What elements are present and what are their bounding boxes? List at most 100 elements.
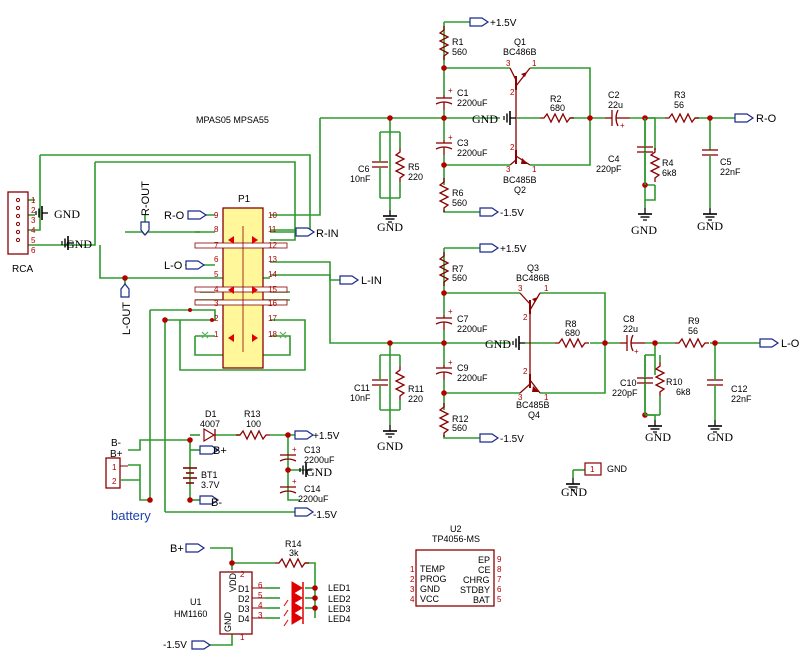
r10-ref: R10 [666, 377, 683, 387]
resistor-r4[interactable]: R4 6k8 [650, 147, 677, 183]
net-flag-bottom-vneg[interactable]: -1.5V [479, 433, 524, 445]
net-flag-b-plus-d1[interactable]: B+ [199, 445, 227, 457]
resistor-r10[interactable]: R10 6k8 [655, 355, 691, 415]
net-flag-led-b-plus[interactable]: B+ [170, 543, 206, 555]
svg-text:13: 13 [268, 255, 277, 264]
net-flag-l-o[interactable]: L-O [759, 338, 800, 350]
gnd-symbol-c6: GND [377, 209, 403, 234]
resistor-r11[interactable]: R11 220 [395, 355, 424, 410]
svg-text:GND: GND [306, 465, 332, 479]
rca-connector[interactable]: 1 2 3 4 5 6 RCA [7, 191, 36, 275]
resistor-r9[interactable]: R9 56 [674, 316, 710, 348]
r8-ref: R8 [565, 319, 577, 329]
r2-ref: R2 [550, 94, 562, 104]
svg-text:+: + [620, 121, 625, 130]
ic-u2[interactable]: U2 TP4056-MS TEMP PROG GND VCC 1 2 3 4 E… [410, 524, 502, 607]
svg-text:R14: R14 [285, 539, 302, 549]
capacitor-c4[interactable]: C4 220pF [596, 118, 653, 185]
transistor-q4[interactable]: 3 1 2 BC485B Q4 [516, 343, 550, 420]
svg-text:3k: 3k [289, 548, 299, 558]
p1-ref: P1 [238, 194, 251, 205]
net-flag-r-o[interactable]: R-O [734, 113, 777, 125]
capacitor-c12[interactable]: C12 22nF [707, 375, 752, 420]
net-flag-led-vneg[interactable]: -1.5V [163, 640, 212, 651]
transistor-q3[interactable]: 3 1 2 Q3 BC486B [516, 263, 550, 343]
q1-pin-c: 3 [506, 59, 511, 68]
capacitor-c9[interactable]: + C9 2200uF [435, 358, 488, 383]
net-flag-b-minus[interactable]: B- [199, 495, 222, 509]
svg-text:PROG: PROG [420, 574, 447, 584]
r6-value: 560 [452, 198, 467, 208]
resistor-r2[interactable]: R2 680 [539, 94, 575, 123]
net-flag-p1-l-o[interactable]: L-O [164, 260, 206, 272]
transistor-q1[interactable]: 3 1 2 Q1 BC486B [503, 37, 537, 118]
q3-pin-c: 3 [518, 284, 523, 293]
svg-text:18: 18 [268, 330, 277, 339]
svg-text:GND: GND [66, 237, 92, 251]
capacitor-c8[interactable]: + C8 22u [620, 314, 645, 356]
gnd-symbol-charger: GND [299, 462, 332, 479]
resistor-r13[interactable]: R13 100 [235, 409, 271, 440]
capacitor-c11[interactable]: C11 10nF [350, 355, 388, 410]
c8-ref: C8 [623, 314, 635, 324]
svg-text:100: 100 [246, 419, 261, 429]
resistor-r3[interactable]: R3 56 [664, 90, 700, 123]
svg-text:1: 1 [31, 196, 36, 205]
resistor-r6[interactable]: R6 560 [439, 177, 467, 213]
resistor-r8[interactable]: R8 680 [554, 319, 590, 348]
svg-text:2: 2 [410, 575, 415, 584]
switch-p1[interactable]: P1 9 8 7 6 5 3 2 1 4 10 11 12 13 14 15 1… [188, 194, 288, 369]
resistor-r14[interactable]: R14 3k [274, 539, 310, 568]
svg-text:B-: B- [211, 497, 222, 509]
svg-text:R13: R13 [244, 409, 261, 419]
net-flag-charger-vpos[interactable]: +1.5V [294, 430, 340, 442]
capacitor-c6[interactable]: C6 10nF [350, 132, 388, 198]
svg-text:3: 3 [31, 216, 36, 225]
q2-ref: Q2 [514, 185, 526, 195]
net-flag-top-vneg[interactable]: -1.5V [479, 207, 524, 219]
c1-value: 2200uF [457, 98, 488, 108]
capacitor-c2[interactable]: + C2 22u [605, 90, 630, 130]
diode-d1[interactable]: D1 4007 [200, 409, 220, 443]
capacitor-c3[interactable]: + C3 2200uF [435, 133, 488, 158]
net-flag-charger-vneg[interactable]: -1.5V [294, 507, 337, 521]
resistor-r7[interactable]: R7 560 [439, 251, 467, 287]
c11-value: 10nF [350, 393, 371, 403]
svg-text:3: 3 [258, 611, 263, 620]
q3-ref: Q3 [527, 263, 539, 273]
capacitor-c10[interactable]: C10 220pF [612, 355, 653, 415]
battery-connector[interactable]: 1 2 B- B+ [105, 438, 140, 489]
battery-bt1[interactable]: BT1 3.7V [183, 467, 220, 490]
svg-text:GND: GND [485, 337, 511, 351]
r3-ref: R3 [674, 90, 686, 100]
resistor-r5[interactable]: R5 220 [395, 132, 423, 198]
svg-text:2200uF: 2200uF [304, 455, 335, 465]
c12-value: 22nF [731, 394, 752, 404]
svg-text:TEMP: TEMP [420, 564, 445, 574]
ic-u1[interactable]: VDD D1 D2 D3 D4 GND 6 5 4 3 2 1 U1 HM116… [174, 570, 265, 642]
resistor-r1[interactable]: R1 560 [439, 25, 467, 61]
net-flag-p1-r-o[interactable]: R-O [164, 210, 208, 222]
net-flag-l-in[interactable]: L-IN [339, 275, 382, 287]
net-flag-top-vpos[interactable]: +1.5V [469, 17, 517, 29]
r9-ref: R9 [688, 316, 700, 326]
gnd-connector[interactable]: 1 GND GND [561, 462, 628, 499]
svg-text:3: 3 [410, 585, 415, 594]
svg-text:D2: D2 [238, 594, 250, 604]
c4-value: 220pF [596, 164, 622, 174]
capacitor-c13[interactable]: + C13 2200uF [279, 445, 335, 465]
net-flag-bottom-vpos[interactable]: +1.5V [479, 243, 527, 255]
capacitor-c7[interactable]: + C7 2200uF [435, 307, 488, 334]
transistor-q2[interactable]: 3 1 2 BC485B Q2 [503, 118, 537, 195]
c7-ref: C7 [457, 314, 469, 324]
capacitor-c1[interactable]: + C1 2200uF [435, 86, 488, 110]
net-flag-r-out[interactable]: R-OUT [140, 181, 152, 236]
net-flag-r-in[interactable]: R-IN [295, 227, 339, 240]
led-array[interactable]: LED1 LED2 LED3 LED4 [283, 581, 351, 627]
svg-text:4: 4 [214, 285, 219, 294]
svg-text:B+: B+ [110, 449, 123, 460]
capacitor-c14[interactable]: + C14 2200uF [279, 477, 329, 504]
resistor-r12[interactable]: R12 560 [439, 402, 469, 438]
net-flag-l-out[interactable]: L-OUT [120, 283, 133, 335]
capacitor-c5[interactable]: C5 22nF [702, 149, 741, 208]
